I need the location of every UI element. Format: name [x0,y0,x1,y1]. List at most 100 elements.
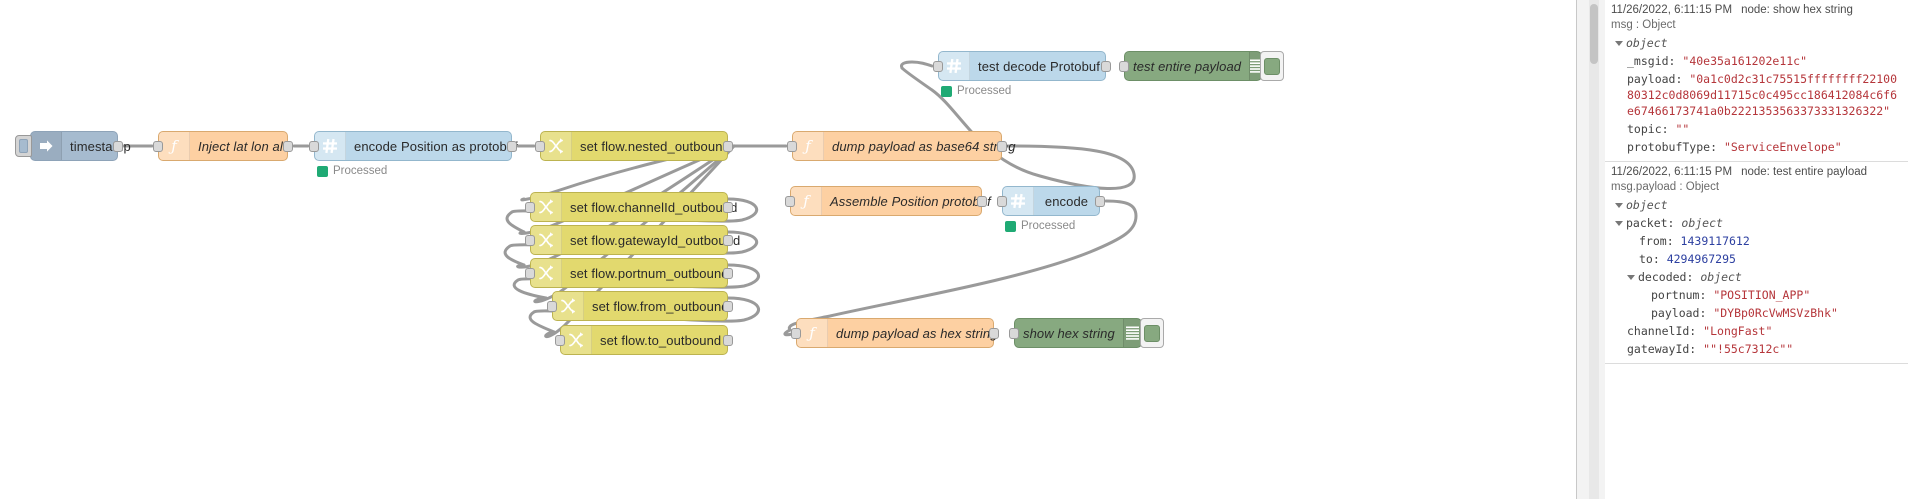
node-output-port[interactable] [989,328,999,339]
node-input-port[interactable] [547,301,557,312]
debug-root-toggle[interactable]: object [1605,196,1908,214]
status-dot-icon [317,165,328,177]
debug-property-row: topic: "" [1605,120,1908,138]
node-label: dump payload as hex string [836,325,998,341]
node-input-port[interactable] [525,268,535,279]
node-input-port[interactable] [791,328,801,339]
node-output-port[interactable] [1095,196,1105,207]
node-input-port[interactable] [525,202,535,213]
node-test-entire[interactable]: test entire payload [1119,51,1284,81]
node-output-port[interactable] [723,335,733,346]
node-output-port[interactable] [723,141,733,152]
node-output-port[interactable] [977,196,987,207]
debug-property-key: channelId: [1627,324,1704,338]
node-input-port[interactable] [1009,328,1019,339]
debug-enable-toggle[interactable] [1140,318,1164,348]
sidebar-scrollbar-track[interactable] [1589,0,1599,499]
status-dot-icon [1005,220,1016,232]
node-output-port[interactable] [723,301,733,312]
node-output-port[interactable] [1101,61,1111,72]
debug-property-row[interactable]: packet: object [1605,214,1908,232]
node-input-port[interactable] [555,335,565,346]
node-show-hex[interactable]: show hex string [1009,318,1164,348]
debug-property-key: topic: [1627,122,1676,136]
inject-trigger-button[interactable] [15,135,32,157]
caret-down-icon[interactable] [1615,203,1623,208]
node-set-gateway[interactable]: set flow.gatewayId_outbound [525,225,740,255]
svg-text:ƒ: ƒ [800,192,811,210]
node-output-port[interactable] [723,202,733,213]
caret-down-icon[interactable] [1615,221,1623,226]
node-label: set flow.channelId_outbound [570,199,738,215]
node-input-port[interactable] [153,141,163,152]
node-set-portnum[interactable]: set flow.portnum_outbound [525,258,733,288]
node-input-port[interactable] [933,61,943,72]
debug-enable-toggle[interactable] [1260,51,1284,81]
debug-property-key: decoded: [1638,270,1701,284]
debug-property-row[interactable]: decoded: object [1605,268,1908,286]
node-label: timestamp [70,138,131,154]
caret-down-icon[interactable] [1627,275,1635,280]
node-input-port[interactable] [997,196,1007,207]
node-input-port[interactable] [787,141,797,152]
debug-node-ref[interactable]: node: test entire payload [1741,166,1868,178]
node-set-nested[interactable]: set flow.nested_outbound [535,131,733,161]
node-output-port[interactable] [507,141,517,152]
node-label: set flow.portnum_outbound [570,265,729,281]
node-set-from[interactable]: set flow.from_outbound [547,291,733,321]
node-label: set flow.gatewayId_outbound [570,232,741,248]
debug-property-value: "LongFast" [1703,324,1773,338]
node-label: set flow.to_outbound [600,332,722,348]
change-swap-icon [541,132,572,160]
node-output-port[interactable] [723,268,733,279]
function-f-icon: ƒ [793,132,824,160]
debug-property-value: "0a1c0d2c31c75515ffffffff2210080312c0d80… [1627,72,1898,118]
node-set-to[interactable]: set flow.to_outbound [555,325,733,355]
node-set-channel[interactable]: set flow.channelId_outbound [525,192,737,222]
node-label: Inject lat lon alt [198,138,287,154]
node-output-port[interactable] [283,141,293,152]
node-input-port[interactable] [1119,61,1129,72]
node-label: dump payload as base64 string [832,138,1016,154]
caret-down-icon[interactable] [1615,41,1623,46]
node-output-port[interactable] [113,141,123,152]
debug-node-ref[interactable]: node: show hex string [1741,4,1853,16]
hash-icon [939,52,970,80]
function-f-icon: ƒ [791,187,822,215]
node-dump-b64[interactable]: ƒ dump payload as base64 string [787,131,1015,161]
sidebar-scrollbar-thumb[interactable] [1590,4,1598,64]
debug-root-toggle[interactable]: object [1605,34,1908,52]
node-output-port[interactable] [723,235,733,246]
change-swap-icon [561,326,592,354]
wire-layer [122,60,1138,338]
status-text: Processed [1021,220,1076,232]
debug-property-row: gatewayId: ""!55c7312c"" [1605,340,1908,358]
node-input-port[interactable] [535,141,545,152]
node-input-port[interactable] [785,196,795,207]
node-timestamp[interactable]: timestamp [15,131,131,161]
debug-property-value: object [1700,270,1742,284]
node-output-port[interactable] [997,141,1007,152]
status-dot-icon [941,85,952,97]
debug-property-value: 1439117612 [1680,234,1750,248]
node-input-port[interactable] [525,235,535,246]
debug-property-key: payload: [1651,306,1714,320]
node-label: show hex string [1023,325,1115,341]
node-label: test entire payload [1133,58,1242,74]
status-text: Processed [957,85,1012,97]
svg-text:ƒ: ƒ [802,137,813,155]
debug-property-key: portnum: [1651,288,1714,302]
node-input-port[interactable] [309,141,319,152]
